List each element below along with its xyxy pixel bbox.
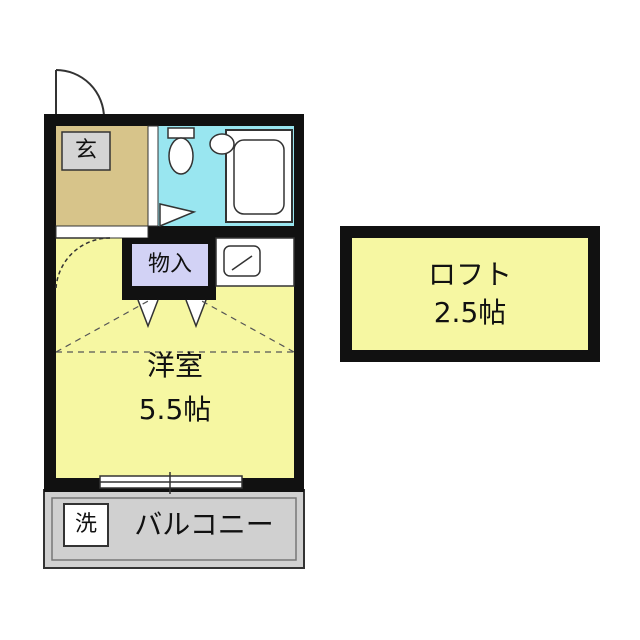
loft-name: ロフト xyxy=(427,258,512,291)
closet-doors xyxy=(137,299,207,329)
balcony-label: バルコニー xyxy=(134,508,274,541)
wall-divider xyxy=(147,125,159,227)
closet-floor xyxy=(132,244,208,286)
loft-dashed-outline xyxy=(55,299,295,353)
washer-label: 洗 xyxy=(74,512,97,537)
washer-box xyxy=(63,503,109,547)
balcony-rail xyxy=(51,497,297,561)
toilet-tank xyxy=(167,127,195,139)
western-room-name: 洋室 xyxy=(146,349,203,382)
western-room-size: 5.5帖 xyxy=(138,393,212,426)
room-door-swing xyxy=(55,237,111,289)
sink-faucet xyxy=(231,255,253,271)
genkan-step xyxy=(55,225,149,239)
closet-label: 物入 xyxy=(147,252,192,277)
bathroom-door xyxy=(159,203,197,228)
toilet-bowl xyxy=(168,137,194,175)
loft-size: 2.5帖 xyxy=(433,296,507,329)
washbasin xyxy=(209,133,235,155)
entry-door-swing xyxy=(55,69,105,119)
genkan-label-box xyxy=(61,131,111,171)
genkan-label: 玄 xyxy=(74,138,97,163)
loft-floor xyxy=(352,238,588,350)
kitchen-sink xyxy=(223,245,261,277)
bathtub-inner xyxy=(233,139,285,215)
